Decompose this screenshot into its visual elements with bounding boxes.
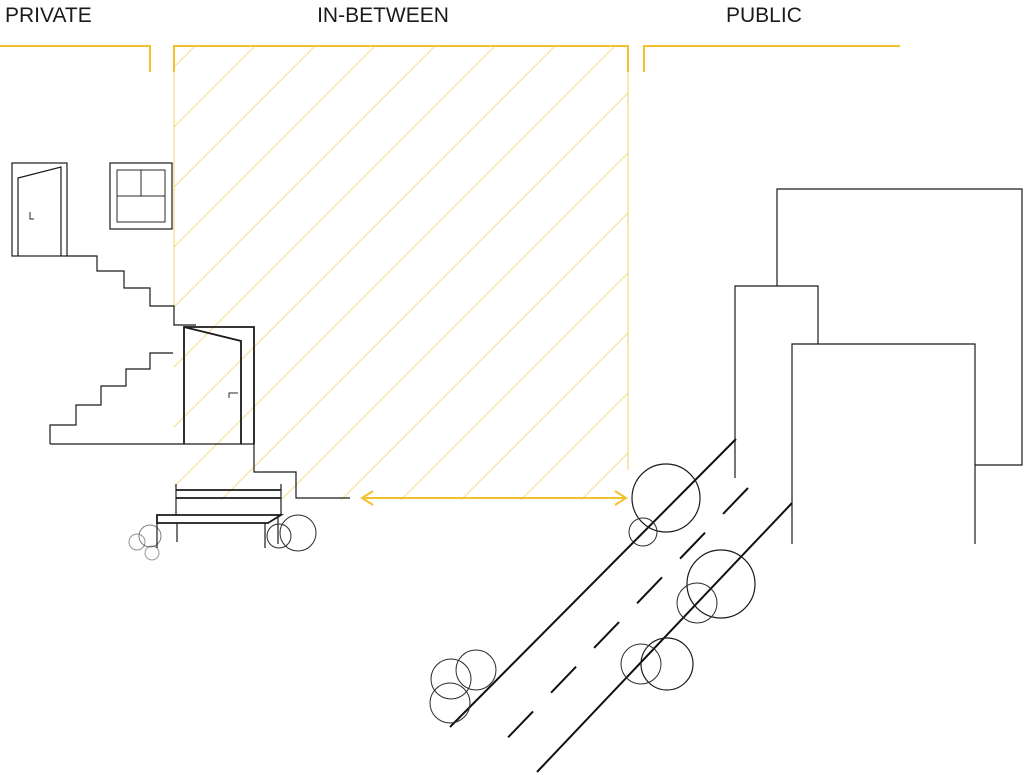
middle-building bbox=[734, 285, 819, 478]
hatch-line bbox=[174, 47, 195, 68]
ground-line bbox=[50, 443, 350, 499]
transition-arrow bbox=[360, 490, 628, 506]
tree-icon bbox=[628, 463, 701, 547]
tree-icon bbox=[620, 637, 694, 691]
hatch-line bbox=[220, 92, 628, 500]
entrance-door-icon bbox=[183, 326, 255, 444]
public-buildings bbox=[734, 188, 1023, 544]
private-zone-bracket bbox=[0, 45, 151, 72]
in-between-zone-label: IN-BETWEEN bbox=[317, 4, 449, 27]
bench-shrubs-icon bbox=[128, 514, 317, 561]
hatch-line bbox=[580, 452, 628, 500]
tree-icon bbox=[429, 649, 497, 724]
private-zone-label: PRIVATE bbox=[5, 4, 92, 27]
hatch-line bbox=[460, 332, 628, 500]
hatch-line bbox=[174, 47, 255, 128]
hatch-line bbox=[174, 47, 555, 428]
bench-icon bbox=[156, 484, 285, 548]
street bbox=[449, 438, 793, 773]
hatch-line bbox=[280, 152, 628, 500]
hatch-line bbox=[400, 272, 628, 500]
upper-staircase bbox=[67, 255, 196, 326]
window-icon bbox=[109, 162, 173, 230]
hatch-line bbox=[174, 47, 615, 488]
hatch-line bbox=[174, 47, 495, 368]
hatch-line bbox=[340, 212, 628, 500]
hatch-line bbox=[174, 47, 375, 248]
upper-door-icon bbox=[11, 162, 68, 257]
tree-icon bbox=[676, 549, 756, 624]
hatch-line bbox=[520, 392, 628, 500]
public-zone-bracket bbox=[643, 45, 900, 72]
hatch-line bbox=[0, 47, 134, 500]
public-zone-label: PUBLIC bbox=[726, 4, 802, 27]
street-trees bbox=[429, 463, 756, 724]
hatch-line bbox=[174, 47, 435, 308]
back-building bbox=[776, 188, 1023, 466]
lower-staircase bbox=[49, 352, 173, 444]
in-between-hatched-area bbox=[0, 47, 1024, 500]
hatch-line bbox=[174, 47, 315, 188]
front-building bbox=[791, 343, 976, 544]
hatch-line bbox=[641, 47, 1024, 500]
